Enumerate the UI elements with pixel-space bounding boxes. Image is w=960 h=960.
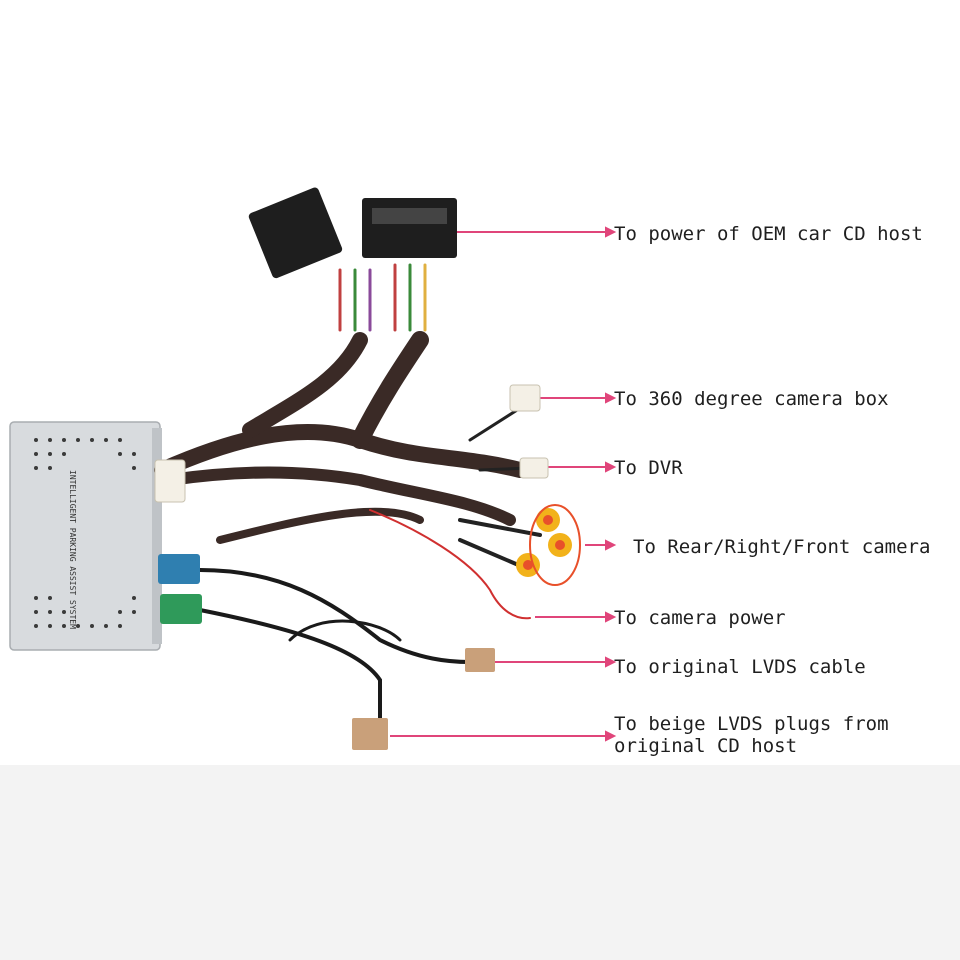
arrow-head (605, 461, 617, 473)
arrow-head (605, 539, 617, 551)
arrow-head (605, 730, 617, 742)
label-oem-power: To power of OEM car CD host (614, 223, 923, 245)
label-beige-lvds: To beige LVDS plugs from original CD hos… (614, 713, 944, 757)
rca-connectors (516, 504, 581, 586)
arrow-head (605, 656, 617, 668)
label-rear-right-front-camera: To Rear/Right/Front camera (633, 536, 931, 558)
lvds-connectors (158, 554, 495, 750)
background-band (0, 765, 960, 960)
vent-holes (34, 438, 136, 628)
arrow-head (605, 392, 617, 404)
label-dvr: To DVR (614, 457, 683, 479)
module-text: INTELLIGENT PARKING ASSIST SYSTEM (68, 470, 77, 629)
harness (154, 263, 542, 722)
white-plugs (154, 384, 549, 503)
module-body (9, 421, 161, 651)
label-camera-power: To camera power (614, 607, 786, 629)
pointer-lines (390, 226, 617, 742)
label-360-camera-box: To 360 degree camera box (614, 388, 889, 410)
arrow-head (605, 226, 617, 238)
label-beige-lvds-line1: To beige LVDS plugs from (614, 713, 889, 735)
arrow-head (605, 611, 617, 623)
module-side (152, 428, 162, 644)
control-module: INTELLIGENT PARKING ASSIST SYSTEM (9, 421, 162, 651)
label-original-lvds: To original LVDS cable (614, 656, 866, 678)
top-connectors (248, 187, 457, 279)
label-beige-lvds-line2: original CD host (614, 735, 798, 757)
